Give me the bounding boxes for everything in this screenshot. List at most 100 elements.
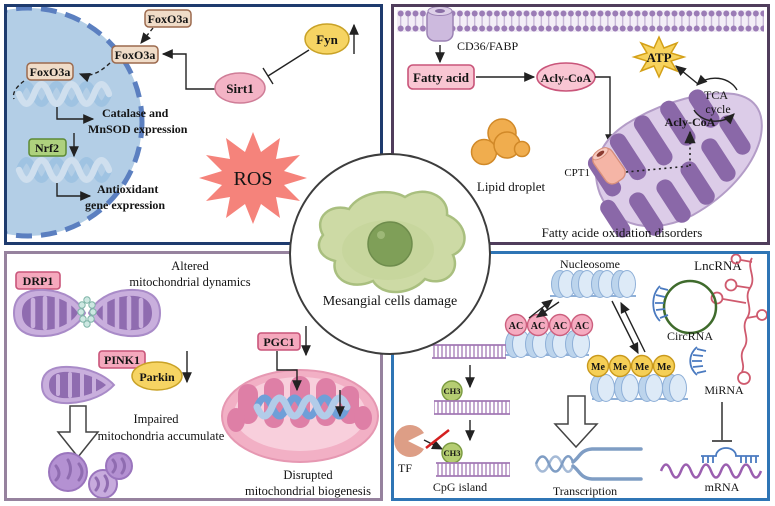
ac-label-2: AC [531, 321, 545, 332]
pink1-box: PINK1 [98, 350, 146, 369]
ac-label-4: AC [575, 321, 589, 332]
foxo3a-box-2: FoxO3a [111, 45, 159, 64]
lncrna-structure [710, 254, 767, 385]
fission-mitochondria [12, 288, 162, 338]
fragmented-mitochondria [48, 452, 133, 498]
transcription-label: Transcription [553, 484, 617, 498]
cell-nucleus [367, 221, 413, 267]
center-cell-svg: Mesangial cells damage [317, 190, 466, 309]
panel-mitochondria-svg: Altered mitochondrial dynamics DRP1 [12, 259, 379, 498]
dna-helix-1 [19, 84, 109, 104]
panel-ros-antioxidant: FoxO3a FoxO3a FoxO3a Catalase and MnSOD … [4, 4, 383, 245]
pgc1-to-mtdna-arrow [276, 351, 302, 392]
ros-starburst: ROS [199, 132, 307, 224]
fyn-node: Fyn [304, 23, 350, 55]
tf-label: TF [398, 461, 412, 475]
ac-label-1: AC [509, 321, 523, 332]
ros-label: ROS [234, 168, 273, 190]
fatty-acid-box: Fatty acid [407, 64, 475, 90]
fatty-acid-caption: Fatty acide oxidation disorders [542, 225, 703, 240]
foxo3a-box-3: FoxO3a [26, 62, 74, 81]
acly-coa-inner-label: Acly-CoA [665, 115, 716, 129]
drp1-label: DRP1 [23, 274, 54, 288]
antioxidant-text-line1: Antioxidant [97, 182, 158, 196]
ac-label-3: AC [553, 321, 567, 332]
tca-label-line2: cycle [705, 102, 730, 116]
me-label-2: Me [613, 362, 627, 373]
pink1-label: PINK1 [104, 353, 140, 367]
dna-ladder-1 [432, 344, 506, 359]
foxo3a-dashed-arrow-1 [140, 27, 154, 44]
foxo3a-box-1: FoxO3a [144, 9, 192, 28]
panel-ros-antioxidant-svg: FoxO3a FoxO3a FoxO3a Catalase and MnSOD … [7, 7, 359, 239]
center-label: Mesangial cells damage [323, 294, 458, 309]
fyn-label: Fyn [316, 32, 338, 47]
catalase-text-line1: Catalase and [102, 106, 169, 120]
cd36-transporter [426, 7, 454, 42]
antioxidant-arrow [56, 183, 92, 201]
ch3-mark-2: CH3 [441, 442, 463, 464]
altered-dynamics-line1: Altered [171, 259, 209, 273]
foxo3a-label-2: FoxO3a [115, 48, 156, 62]
cpg-island-label: CpG island [433, 480, 487, 494]
tf-blocked-arrow [423, 439, 444, 450]
ch3-label-1: CH3 [444, 386, 461, 396]
sirt1-label: Sirt1 [226, 81, 253, 96]
mrna-structure [659, 447, 763, 479]
ch3-mark-1: CH3 [441, 380, 463, 402]
panel-epigenetics-svg: Nucleosome AC AC AC [394, 254, 767, 498]
mirna-inhibits-mrna [712, 402, 732, 442]
foxo3a-label-3: FoxO3a [30, 65, 71, 79]
center-cell-circle: Mesangial cells damage [289, 153, 491, 355]
ch3-label-2: CH3 [444, 448, 461, 458]
mesangial-cell [317, 190, 466, 294]
me-to-nucleosome-arrow [620, 301, 646, 353]
dna-ladder-2 [434, 400, 510, 415]
atp-star: ATP [631, 35, 687, 79]
atp-label: ATP [646, 50, 671, 65]
lipid-droplet [470, 118, 531, 166]
transcription-fork [534, 447, 643, 481]
impaired-mitochondrion [40, 365, 116, 405]
tca-label-line1: TCA [704, 88, 728, 102]
acly-coa-label: Acly-CoA [541, 71, 592, 85]
mtdna-helix [257, 398, 347, 416]
pgc1-box: PGC1 [257, 332, 301, 351]
cd36-label: CD36/FABP [457, 39, 518, 53]
sirt1-node: Sirt1 [214, 72, 266, 104]
mirna-label: MiRNA [704, 383, 744, 397]
aclycoa-to-cpt1-arrow [595, 76, 615, 146]
tf-block-strike [425, 429, 450, 449]
catalase-arrow [56, 107, 95, 124]
cpt1-channel [592, 147, 626, 185]
foxo3a-label-1: FoxO3a [148, 12, 189, 26]
acly-coa-node: Acly-CoA [536, 62, 596, 92]
nucleosome-row-acetyl: AC AC AC AC [504, 313, 594, 358]
tf-protein: TF [394, 425, 424, 475]
me-label-4: Me [657, 362, 671, 373]
circrna-binding-comb [652, 285, 669, 322]
cpt1-label: CPT1 [564, 167, 590, 179]
tca-to-atp-arrow [675, 65, 699, 85]
dna-helix-2 [19, 160, 109, 180]
lncrna-label: LncRNA [694, 258, 742, 273]
dna-ladder-3 [436, 462, 510, 477]
panel-fatty-acid-svg: CD36/FABP Fatty acid Acly-CoA [397, 7, 764, 240]
nrf2-label: Nrf2 [35, 141, 59, 155]
circrna-structure [652, 279, 718, 335]
parkin-node: Parkin [131, 361, 183, 391]
me-label-1: Me [591, 362, 605, 373]
fatty-acid-label: Fatty acid [413, 70, 470, 85]
nucleosome-label: Nucleosome [560, 257, 620, 271]
me-label-3: Me [635, 362, 649, 373]
tca-cycle: TCA cycle [693, 74, 738, 125]
drp1-ring-beads [77, 296, 97, 328]
ac-marks: AC AC AC AC [504, 313, 594, 337]
pgc1-label: PGC1 [263, 335, 294, 349]
nucleus-highlight [377, 231, 385, 239]
antioxidant-text-line2: gene expression [85, 198, 165, 212]
nucleosome-to-ac-arrow [535, 301, 560, 318]
foxo3a-dashed-arrow-2 [78, 62, 111, 83]
impaired-line2: mitochondria accumulate [98, 429, 225, 443]
mitophagy-block-arrow [56, 405, 100, 459]
